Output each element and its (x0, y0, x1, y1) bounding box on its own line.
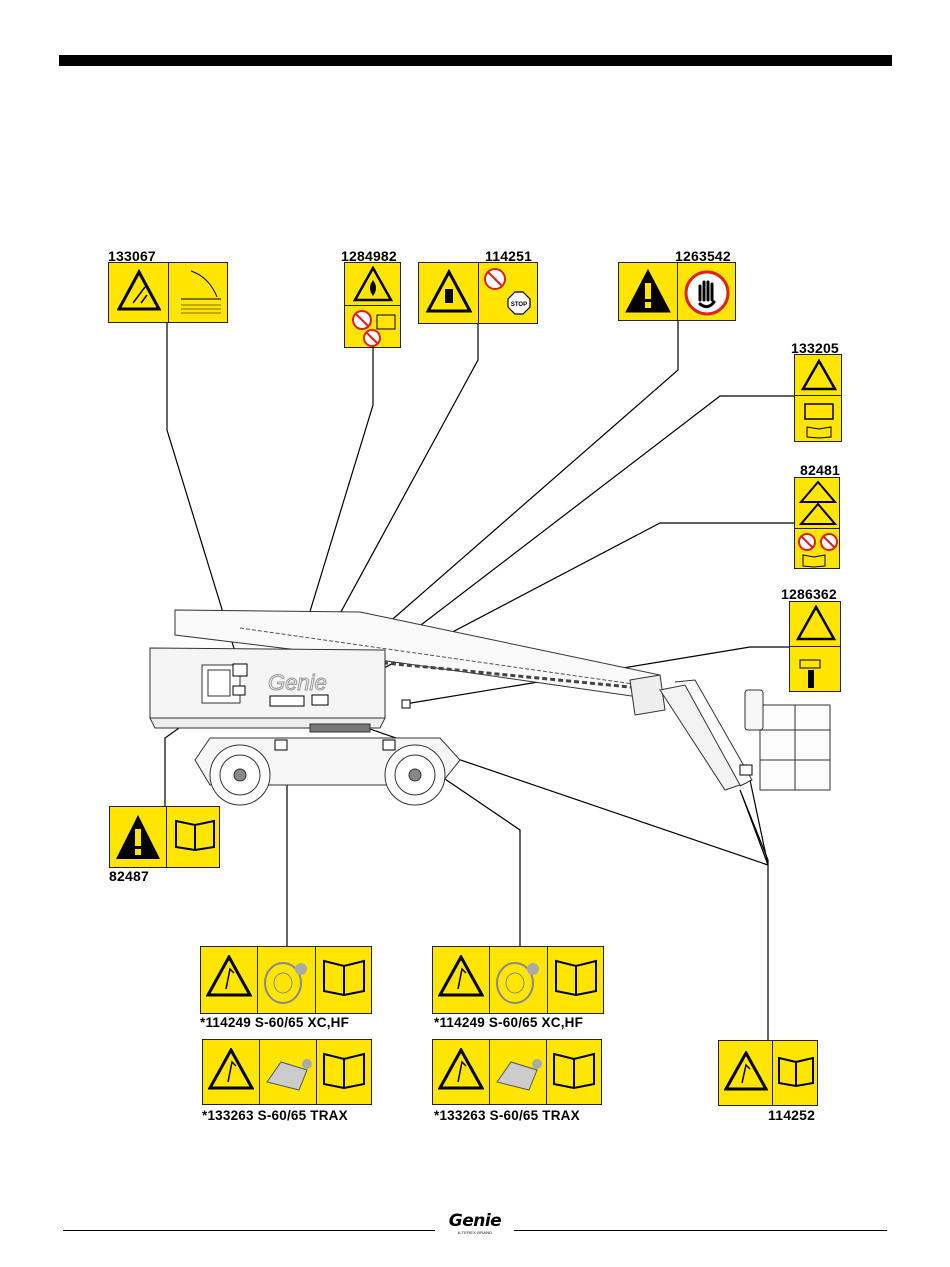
warning-triangle-icon (208, 1048, 254, 1092)
battery-icon (803, 399, 835, 421)
decal-1263542 (618, 262, 736, 321)
tipover-diagram-icon (173, 267, 225, 319)
warning-triangle-icon (438, 1048, 484, 1092)
decal-label-114249-right: *114249 S-60/65 XC,HF (434, 1015, 583, 1031)
no-flame-icon (361, 329, 383, 347)
track-icon (263, 1052, 315, 1096)
no-smoking-icon (797, 532, 839, 552)
decal-label-82481: 82481 (800, 462, 840, 478)
decal-133263-right (432, 1039, 602, 1105)
manual-book-icon (805, 423, 833, 439)
stop-hand-icon (684, 270, 730, 316)
no-smoking-icon (483, 267, 507, 291)
decal-133263-left (202, 1039, 372, 1105)
decal-82487 (109, 806, 220, 868)
warning-triangle-icon (625, 268, 671, 314)
tire-icon (493, 955, 545, 1007)
tire-icon (261, 955, 313, 1007)
warning-triangle-icon (799, 480, 837, 526)
machine-brand-text: Genie (268, 670, 327, 695)
stop-sign-icon: STOP (507, 291, 531, 315)
logo-word: Genie (440, 1211, 510, 1231)
warning-triangle-icon (801, 359, 837, 391)
decal-82481 (794, 477, 840, 569)
warning-triangle-icon (426, 269, 472, 315)
warning-triangle-icon (115, 813, 161, 861)
footer-rule-left (63, 1230, 435, 1231)
warning-triangle-icon (117, 269, 161, 313)
decal-label-114249-left: *114249 S-60/65 XC,HF (200, 1015, 349, 1031)
manual-book-icon (801, 552, 827, 568)
warning-triangle-icon (796, 605, 836, 643)
track-icon (493, 1052, 545, 1096)
manual-book-icon (553, 957, 599, 997)
decal-label-82487: 82487 (109, 868, 149, 884)
manual-book-icon (321, 957, 367, 997)
fire-hazard-icon (353, 266, 393, 304)
decal-1286362 (789, 601, 841, 692)
decal-133067 (108, 262, 228, 323)
warning-triangle-icon (206, 955, 252, 999)
footer-rule-right (514, 1230, 887, 1231)
decal-114249-left (200, 946, 372, 1014)
manual-book-icon (551, 1050, 597, 1090)
decal-1284982 (344, 262, 401, 348)
manual-book-icon (173, 817, 217, 851)
warning-triangle-icon (724, 1051, 768, 1093)
no-smoking-icon (351, 309, 373, 331)
decal-114251: STOP (418, 262, 538, 324)
decal-133205 (794, 354, 842, 442)
decal-label-133263-right: *133263 S-60/65 TRAX (434, 1108, 580, 1124)
genie-logo: Genie A TEREX BRAND (440, 1211, 510, 1237)
decal-label-114252: 114252 (768, 1107, 815, 1123)
decal-label-1286362: 1286362 (781, 586, 837, 602)
decal-label-133263-left: *133263 S-60/65 TRAX (202, 1108, 348, 1124)
logo-subtext: A TEREX BRAND (440, 1230, 510, 1235)
manual-book-icon (777, 1055, 815, 1087)
platform-icon (796, 650, 836, 690)
manual-book-icon (321, 1050, 367, 1090)
decal-114252 (718, 1040, 818, 1106)
svg-text:STOP: STOP (511, 302, 527, 308)
decal-114249-right (432, 946, 604, 1014)
warning-triangle-icon (438, 955, 484, 999)
boom-lift-drawing: Genie (140, 600, 840, 810)
